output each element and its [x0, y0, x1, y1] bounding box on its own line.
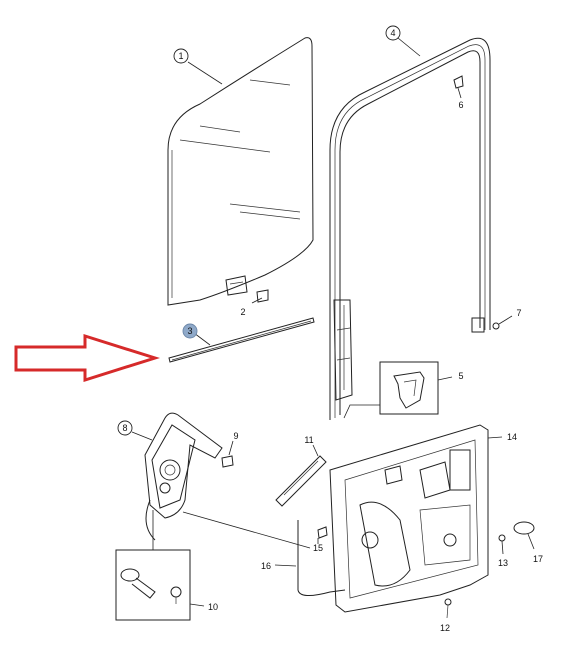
window-regulator-assembly-part	[144, 412, 223, 541]
svg-text:1: 1	[178, 51, 183, 61]
callout-8: 8	[117, 420, 133, 436]
svg-text:9: 9	[233, 431, 238, 441]
callout-12: 12	[440, 623, 450, 633]
callout-4: 4	[385, 25, 401, 41]
callout-16: 16	[261, 561, 271, 571]
callout-10: 10	[208, 602, 218, 612]
callout-6: 6	[458, 100, 463, 110]
callout-13: 13	[498, 558, 508, 568]
glass-run-seal-part	[168, 317, 315, 363]
svg-text:4: 4	[390, 28, 395, 38]
callout-5: 5	[458, 371, 463, 381]
svg-text:8: 8	[122, 423, 127, 433]
callout-2: 2	[240, 307, 245, 317]
svg-text:6: 6	[458, 100, 463, 110]
part-15-clip	[317, 526, 328, 539]
svg-text:17: 17	[533, 554, 543, 564]
part-16-cable	[182, 511, 346, 596]
callout-9: 9	[233, 431, 238, 441]
svg-text:16: 16	[261, 561, 271, 571]
callout-1: 1	[173, 48, 189, 64]
part-11-guide-rail	[275, 455, 327, 507]
door-glass-part	[167, 37, 314, 306]
part-12-bolt	[444, 598, 452, 619]
inner-door-panel-part	[329, 424, 489, 613]
part-9-nut	[221, 455, 234, 468]
svg-text:3: 3	[187, 326, 192, 336]
svg-text:13: 13	[498, 558, 508, 568]
callout-14: 14	[507, 432, 517, 442]
callout-15: 15	[313, 543, 323, 553]
callout-7: 7	[516, 308, 521, 318]
window-frame-channel-part	[329, 37, 491, 420]
svg-text:15: 15	[313, 543, 323, 553]
svg-text:12: 12	[440, 623, 450, 633]
callout-11: 11	[304, 435, 313, 445]
part-13-bolt	[498, 534, 506, 542]
svg-text:5: 5	[458, 371, 463, 381]
red-pointer-arrow	[14, 333, 161, 383]
svg-text:11: 11	[304, 435, 313, 445]
callout-17: 17	[533, 554, 543, 564]
svg-text:10: 10	[208, 602, 218, 612]
part-7-bolt	[492, 322, 500, 330]
part-17-plug	[513, 521, 535, 535]
part-5-detail-box	[343, 361, 439, 419]
svg-text:2: 2	[240, 307, 245, 317]
callout-3-highlighted: 3	[182, 323, 198, 339]
part-10-detail-box	[115, 510, 191, 621]
part-6-clip	[453, 75, 464, 89]
svg-text:7: 7	[516, 308, 521, 318]
svg-text:14: 14	[507, 432, 517, 442]
